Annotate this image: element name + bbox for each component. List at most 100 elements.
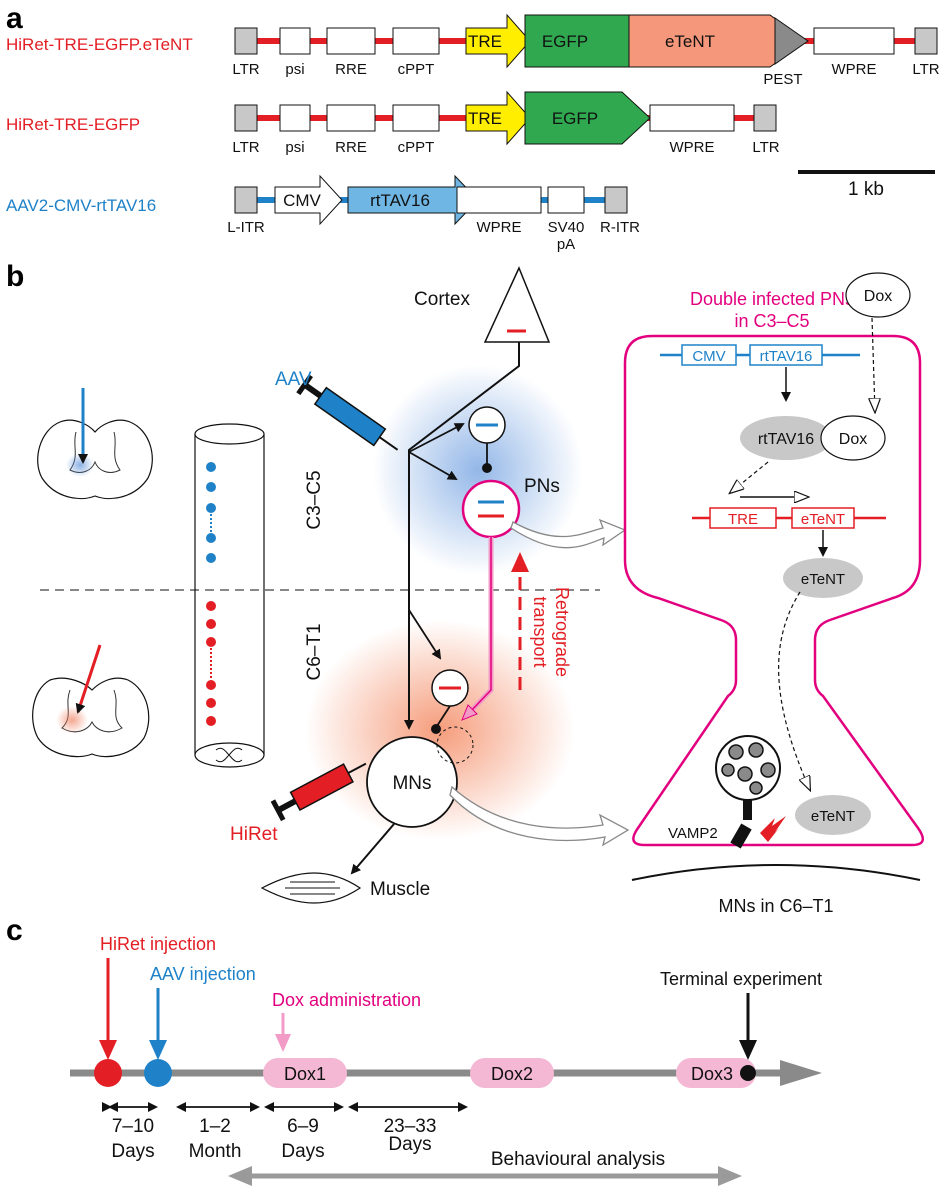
etent-protein [783, 558, 863, 598]
tre-arrow [465, 13, 531, 69]
dox3-pill [676, 1058, 756, 1088]
cppt-box [392, 27, 440, 55]
sv40pa-box [547, 186, 585, 214]
panel-a: a HiRet-TRE-EGFP.eTeNT TRE EGFP eTeNT LT… [6, 2, 940, 253]
aav-syringe-icon [296, 374, 399, 451]
egfp-arrow [524, 91, 651, 145]
egfp-box [524, 14, 630, 68]
rttav16-box-label: rtTAV16 [760, 348, 813, 365]
pest-label: PEST [763, 71, 802, 88]
etent-box-label: eTeNT [801, 511, 845, 528]
red-neuron-dot [206, 716, 216, 726]
etent-at-terminal [795, 795, 871, 835]
synapse-terminal [431, 724, 441, 734]
wpre-label: WPRE [670, 139, 715, 156]
dox-label: Dox [864, 288, 892, 305]
cppt-label: cPPT [398, 139, 435, 156]
axon-branch-to-lower-interneuron [408, 609, 442, 660]
activation-arrow [730, 461, 769, 493]
rre-box [326, 104, 376, 132]
cppt-box [392, 104, 440, 132]
wpre-box [649, 104, 735, 132]
tre-box-label: TRE [728, 511, 758, 528]
cmv-arrow [274, 174, 343, 226]
mns-label: MNs [392, 773, 431, 794]
terminal-experiment-label: Terminal experiment [660, 969, 822, 989]
red-neuron-dot [206, 698, 216, 708]
dox2-label: Dox2 [491, 1064, 533, 1084]
spinal-section-outline [37, 419, 153, 500]
ltr-box [753, 104, 777, 132]
ltr-label: LTR [752, 139, 779, 156]
lower-interneuron-axon [436, 705, 451, 727]
blue-neuron-dot [206, 503, 216, 513]
bound-dox-label: Dox [839, 431, 867, 448]
synaptic-vesicles [721, 742, 776, 795]
etent-box [791, 507, 855, 529]
tre-arrow [465, 90, 531, 146]
blue-neuron-dot [206, 533, 216, 543]
corticospinal-axon [404, 342, 520, 730]
zoom-arrow-mn [449, 785, 630, 847]
construct-name: HiRet-TRE-EGFP [6, 115, 140, 134]
red-neuron-dot [206, 619, 216, 629]
hiret-injection-dot [94, 1059, 122, 1087]
retrograde-label-2: transport [530, 596, 550, 667]
mn-axon [350, 823, 395, 875]
ltr-label: LTR [232, 139, 259, 156]
aav-injection-arrowhead [149, 1040, 167, 1060]
dox-entry-arrow [872, 317, 875, 412]
vamp2-cleaved [730, 823, 752, 849]
blue-neuron-dot [206, 553, 216, 563]
axon-branch-to-pn [408, 451, 458, 480]
interval-1-unit: Days [111, 1141, 154, 1162]
etent-at-terminal-label: eTeNT [811, 808, 855, 825]
dox1-label: Dox1 [284, 1064, 326, 1084]
tre-box [709, 507, 777, 529]
propriospinal-neuron [461, 479, 521, 539]
spinal-cord-cylinder [194, 423, 265, 768]
construct-name: AAV2-CMV-rtTAV16 [6, 196, 156, 215]
red-neuron-dot [206, 637, 216, 647]
aav-label: AAV [275, 369, 312, 390]
terminal-dot [740, 1065, 756, 1081]
etent-protein-label: eTeNT [801, 571, 845, 588]
spinal-section-outline [32, 677, 150, 758]
dox-administration-label: Dox administration [272, 990, 421, 1010]
behavioural-arrow-right [718, 1166, 742, 1186]
etent-transport-arrow [778, 591, 810, 790]
double-infected-title-2: in C3–C5 [734, 311, 809, 331]
motor-neuron [366, 736, 458, 828]
double-infected-cell-outline [623, 334, 925, 847]
retrograde-arrowhead [511, 552, 529, 572]
pn-axon-outline [469, 537, 492, 713]
construct-hiret-tre-egfp: HiRet-TRE-EGFP TRE EGFP LTR psi RRE cPPT… [6, 90, 780, 156]
cmv-label: CMV [283, 191, 321, 210]
wpre-label: WPRE [832, 61, 877, 78]
aav-infection-glow [373, 365, 583, 575]
behavioural-arrow-left [228, 1166, 252, 1186]
cortex-label: Cortex [414, 289, 470, 310]
litr-box [234, 186, 258, 214]
dox3-label: Dox3 [691, 1064, 733, 1084]
synapse-terminal [482, 463, 492, 473]
interval-1-range: 7–10 [112, 1116, 154, 1137]
ltr-box [234, 104, 258, 132]
panel-c-label: c [6, 914, 23, 947]
mns-c6-t1-label: MNs in C6–T1 [718, 896, 833, 916]
injection-spot [56, 706, 88, 734]
timeline-arrowhead [780, 1060, 822, 1086]
retrograde-label-1: Retrograde [552, 587, 572, 677]
ltr-box [234, 27, 258, 55]
construct-aav2-cmv-rttav16: AAV2-CMV-rtTAV16 CMV rtTAV16 L-ITR WPRE … [6, 174, 640, 253]
wpre-box [813, 27, 895, 55]
blue-neuron-dot [206, 462, 216, 472]
psi-label: psi [285, 139, 304, 156]
ritr-box [604, 186, 628, 214]
psi-label: psi [285, 61, 304, 78]
panel-a-label: a [6, 2, 23, 35]
synapse-highlight [436, 726, 474, 764]
pn-axon-arrowhead [461, 704, 478, 721]
sv40-label: SV40 [548, 219, 585, 236]
